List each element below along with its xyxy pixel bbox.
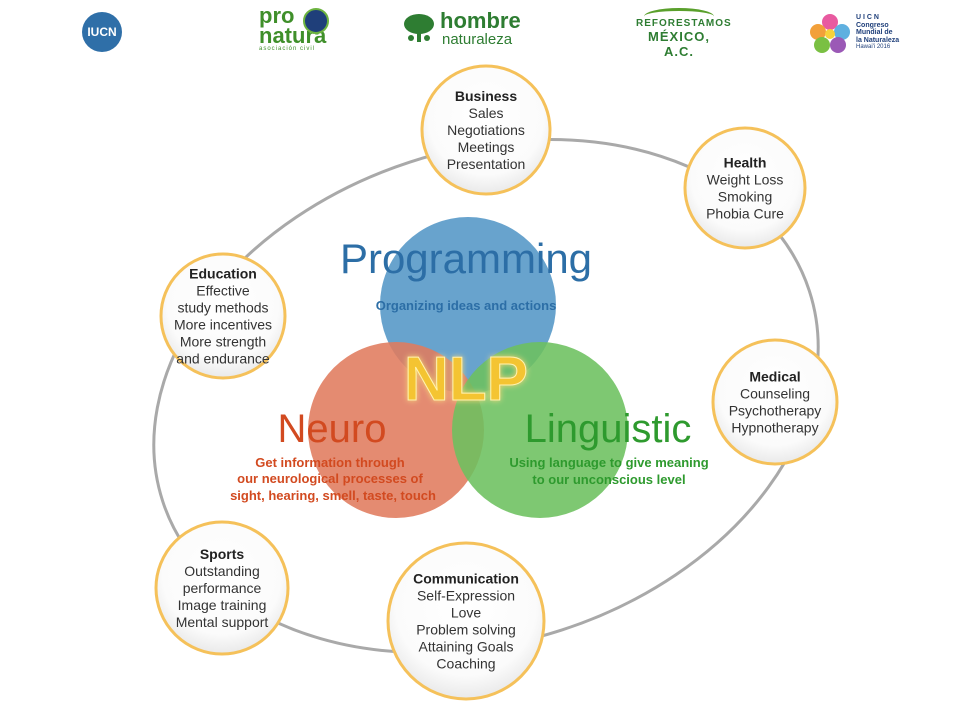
congreso-line: U I C N <box>856 14 879 21</box>
node-item: Effective <box>196 283 250 299</box>
node-circle <box>711 338 839 466</box>
node-item: and endurance <box>176 351 270 367</box>
node-item: Smoking <box>718 189 772 205</box>
node-item: Problem solving <box>416 622 516 638</box>
node-circle <box>386 541 546 701</box>
node-item: Sales <box>468 105 503 121</box>
hombre-line2: naturaleza <box>442 31 513 48</box>
node-item: Hypnotherapy <box>731 420 818 436</box>
node-business: BusinessSalesNegotiationsMeetingsPresent… <box>420 64 552 196</box>
congreso-text: U I C N Congreso Mundial de la Naturalez… <box>856 14 899 52</box>
congreso-line: Hawai'i 2016 <box>856 44 891 50</box>
nlp-center-title: NLP <box>404 345 528 414</box>
linguistic-desc-line: Using language to give meaning <box>509 455 708 470</box>
logo-bar: IUCN pro natura asociación civil hombre … <box>0 0 960 62</box>
pronatura-line3: asociación civil <box>259 46 316 52</box>
node-title: Business <box>455 88 517 104</box>
pronatura-logo: pro natura asociación civil <box>259 3 329 56</box>
neuro-desc-line: sight, hearing, smell, taste, touch <box>230 488 436 503</box>
node-title: Health <box>724 155 767 171</box>
tree-icon <box>404 14 434 42</box>
node-circle <box>154 520 290 656</box>
neuro-desc-line: Get information through <box>255 455 405 470</box>
node-item: Meetings <box>458 139 515 155</box>
flower-icon <box>810 14 850 53</box>
congreso-logo: U I C N Congreso Mundial de la Naturalez… <box>806 8 916 56</box>
node-item: Image training <box>178 597 267 613</box>
node-item: More strength <box>180 334 266 350</box>
node-title: Medical <box>749 369 800 385</box>
programming-title: Programming <box>340 235 592 282</box>
neuro-circle <box>308 342 484 518</box>
node-item: Mental support <box>176 614 269 630</box>
hombre-line1: hombre <box>440 8 521 33</box>
pronatura-line1: pro <box>259 3 295 28</box>
congreso-line: Congreso <box>856 21 889 29</box>
node-item: Coaching <box>436 656 495 672</box>
node-title: Education <box>189 266 257 282</box>
node-circle <box>159 252 287 380</box>
reforestamos-logo: REFORESTAMOS MÉXICO, A.C. <box>636 8 731 59</box>
node-title: Sports <box>200 546 245 562</box>
linguistic-title: Linguistic <box>525 407 692 451</box>
linguistic-desc-line: to our unconscious level <box>532 472 685 487</box>
node-item: Counseling <box>740 386 810 402</box>
node-item: More incentives <box>174 317 272 333</box>
node-item: Negotiations <box>447 122 525 138</box>
arc-decoration <box>644 8 714 25</box>
orbit-ellipse <box>152 138 820 654</box>
node-item: performance <box>183 580 262 596</box>
nodes-layer: BusinessSalesNegotiationsMeetingsPresent… <box>154 64 839 701</box>
node-circle <box>683 126 807 250</box>
node-item: study methods <box>177 300 268 316</box>
node-medical: MedicalCounselingPsychotherapyHypnothera… <box>711 338 839 466</box>
node-item: Phobia Cure <box>706 206 784 222</box>
node-item: Self-Expression <box>417 588 515 604</box>
congreso-line: la Naturaleza <box>856 36 900 44</box>
node-item: Presentation <box>447 156 526 172</box>
congreso-line: Mundial de <box>856 29 893 36</box>
reforestamos-line2: MÉXICO, A.C. <box>648 29 710 59</box>
node-item: Love <box>451 605 482 621</box>
node-item: Psychotherapy <box>729 403 822 419</box>
node-circle <box>420 64 552 196</box>
hombre-naturaleza-logo: hombre naturaleza <box>402 10 527 50</box>
node-item: Attaining Goals <box>419 639 514 655</box>
node-title: Communication <box>413 571 519 587</box>
iucn-logo-text: IUCN <box>87 25 117 39</box>
neuro-desc-line: our neurological processes of <box>237 471 423 486</box>
bird-icon <box>303 8 329 34</box>
node-item: Outstanding <box>184 563 260 579</box>
linguistic-circle <box>452 342 628 518</box>
node-communication: CommunicationSelf-ExpressionLoveProblem … <box>386 541 546 701</box>
node-item: Weight Loss <box>707 172 784 188</box>
neuro-title: Neuro <box>278 407 387 451</box>
iucn-logo: IUCN <box>82 12 122 52</box>
programming-desc: Organizing ideas and actions <box>376 298 557 313</box>
